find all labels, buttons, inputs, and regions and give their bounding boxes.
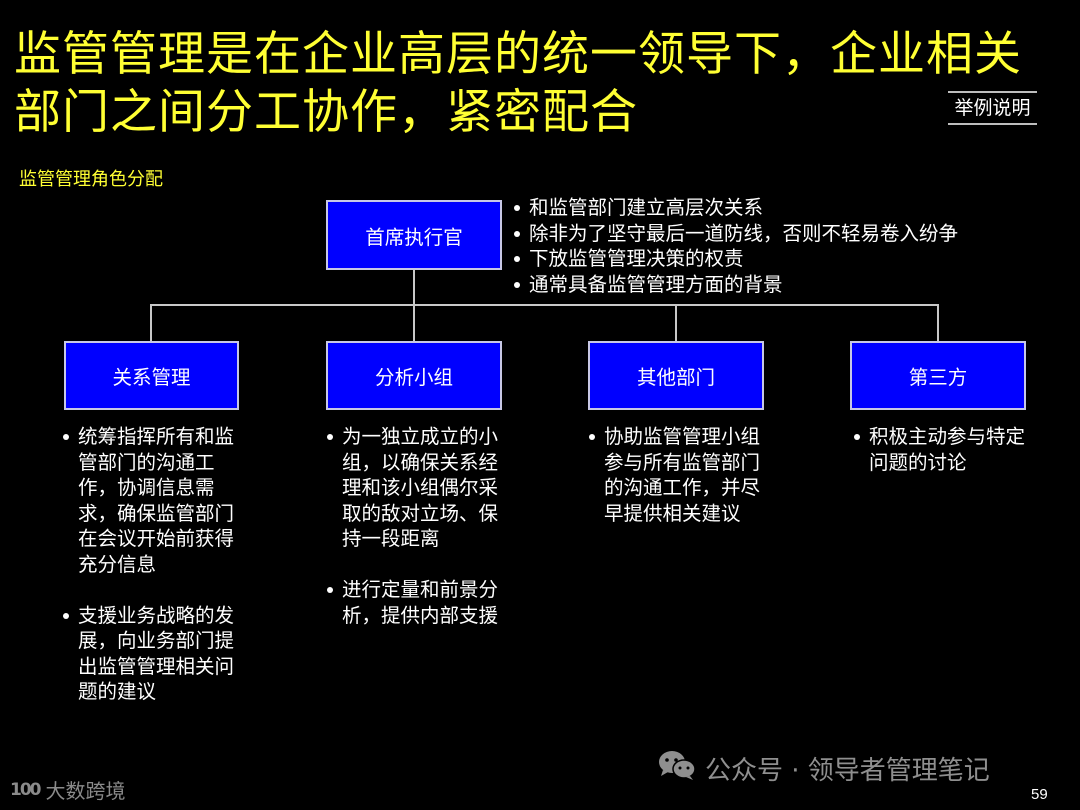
- bullet-item: 进行定量和前景分析，提供内部支援: [326, 577, 508, 628]
- ceo-bullet: 通常具备监管管理方面的背景: [513, 272, 1073, 298]
- ceo-bullet: 除非为了坚守最后一道防线，否则不轻易卷入纷争: [513, 221, 1073, 247]
- connector-child-3: [675, 304, 677, 341]
- title-line-1: 监管管理是在企业高层的统一领导下，企业相关: [14, 27, 1022, 82]
- title-line-2: 部门之间分工协作，紧密配合: [14, 85, 638, 140]
- org-node-third-party: 第三方: [850, 341, 1026, 410]
- other-departments-bullets: 协助监管管理小组参与所有监管部门的沟通工作，并尽早提供相关建议: [588, 424, 770, 551]
- ceo-bullet-list: 和监管部门建立高层次关系 除非为了坚守最后一道防线，否则不轻易卷入纷争 下放监管…: [513, 195, 1073, 297]
- example-tag: 举例说明: [948, 91, 1037, 125]
- slide-title: 监管管理是在企业高层的统一领导下，企业相关 部门之间分工协作，紧密配合: [14, 26, 1074, 142]
- org-node-other-departments: 其他部门: [588, 341, 764, 410]
- ceo-bullet: 和监管部门建立高层次关系: [513, 195, 1073, 221]
- org-node-label: 关系管理: [112, 366, 191, 389]
- ceo-bullet: 下放监管管理决策的权责: [513, 246, 1073, 272]
- connector-child-1: [150, 304, 152, 341]
- brand-logo: 100 大数跨境: [10, 775, 126, 804]
- org-node-label: 首席执行官: [365, 225, 463, 249]
- page-number: 59: [1031, 786, 1048, 803]
- org-node-label: 第三方: [908, 366, 968, 389]
- connector-horizontal-bus: [150, 304, 939, 306]
- wechat-watermark: 公众号 · 领导者管理笔记: [657, 749, 990, 788]
- org-node-analysis-group: 分析小组: [326, 341, 502, 410]
- bullet-item: 积极主动参与特定问题的讨论: [853, 424, 1035, 475]
- org-node-ceo: 首席执行官: [326, 200, 502, 270]
- bullet-item: 统筹指挥所有和监管部门的沟通工作，协调信息需求，确保监管部门在会议开始前获得充分…: [62, 424, 242, 578]
- logo-mark-icon: 100: [10, 779, 41, 800]
- wechat-icon: [657, 749, 697, 788]
- bullet-item: 协助监管管理小组参与所有监管部门的沟通工作，并尽早提供相关建议: [588, 424, 770, 526]
- logo-text: 大数跨境: [45, 779, 126, 803]
- section-subtitle: 监管管理角色分配: [19, 169, 163, 190]
- third-party-bullets: 积极主动参与特定问题的讨论: [853, 424, 1035, 500]
- relationship-mgmt-bullets: 统筹指挥所有和监管部门的沟通工作，协调信息需求，确保监管部门在会议开始前获得充分…: [62, 424, 242, 730]
- org-node-label: 分析小组: [374, 366, 453, 389]
- wechat-account-text: 公众号 · 领导者管理笔记: [705, 756, 990, 786]
- bullet-item: 为一独立成立的小组，以确保关系经理和该小组偶尔采取的敌对立场、保持一段距离: [326, 424, 508, 552]
- connector-child-4: [937, 304, 939, 341]
- analysis-group-bullets: 为一独立成立的小组，以确保关系经理和该小组偶尔采取的敌对立场、保持一段距离 进行…: [326, 424, 508, 653]
- org-node-label: 其他部门: [636, 366, 715, 389]
- bullet-item: 支援业务战略的发展，向业务部门提出监管管理相关问题的建议: [62, 603, 242, 705]
- org-node-relationship-mgmt: 关系管理: [64, 341, 239, 410]
